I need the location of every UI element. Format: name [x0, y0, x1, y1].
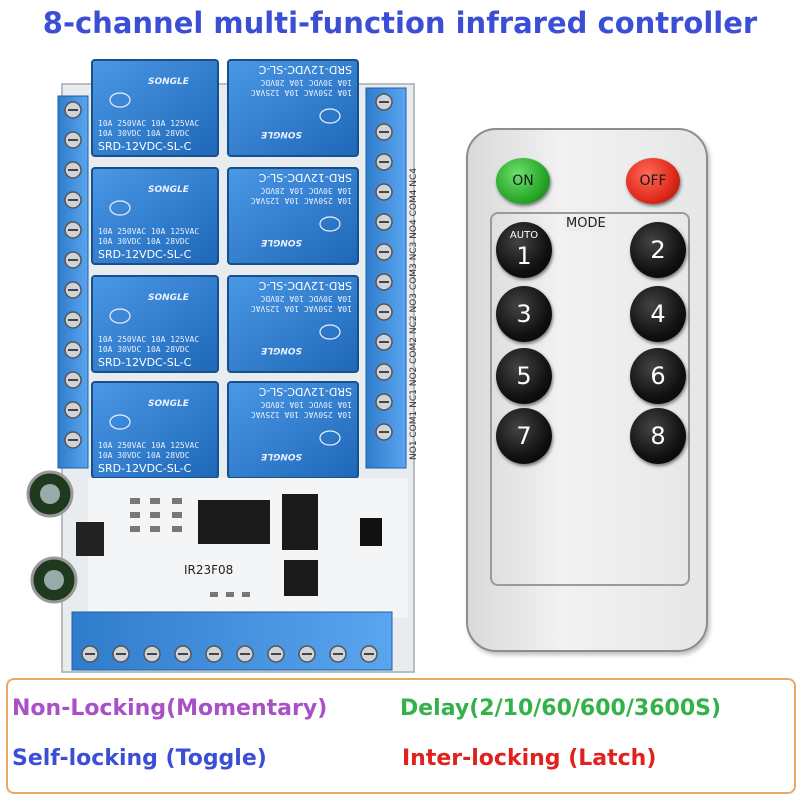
- svg-text:SONGLE: SONGLE: [260, 451, 302, 461]
- svg-text:10A 30VDC 10A 28VDC: 10A 30VDC 10A 28VDC: [260, 78, 352, 87]
- ir-remote: ON OFF MODE AUTO 1 2 3 4 5 6 7 8: [466, 128, 708, 652]
- on-button[interactable]: ON: [496, 158, 550, 204]
- chip-label: IR23F08: [184, 563, 233, 577]
- svg-text:10A 30VDC 10A 28VDC: 10A 30VDC 10A 28VDC: [260, 186, 352, 195]
- svg-text:SONGLE: SONGLE: [260, 129, 302, 139]
- key-2-button[interactable]: 2: [630, 222, 686, 278]
- svg-text:SONGLE: SONGLE: [260, 345, 302, 355]
- svg-text:SONGLE: SONGLE: [148, 293, 190, 303]
- svg-text:10A 250VAC 10A 125VAC: 10A 250VAC 10A 125VAC: [251, 304, 352, 313]
- key-4-button[interactable]: 4: [630, 286, 686, 342]
- svg-text:SRD-12VDC-SL-C: SRD-12VDC-SL-C: [98, 140, 192, 153]
- svg-text:10A 250VAC 10A 125VAC: 10A 250VAC 10A 125VAC: [251, 410, 352, 419]
- key-5-button[interactable]: 5: [496, 348, 552, 404]
- key-1-button[interactable]: AUTO 1: [496, 222, 552, 278]
- svg-text:SRD-12VDC-SL-C: SRD-12VDC-SL-C: [98, 248, 192, 261]
- legend-delay: Delay(2/10/60/600/3600S): [400, 696, 722, 721]
- svg-text:10A 250VAC 10A 125VAC: 10A 250VAC 10A 125VAC: [251, 88, 352, 97]
- legend-non-locking: Non-Locking(Momentary): [12, 696, 328, 721]
- ic-chip: [198, 500, 270, 544]
- svg-text:10A 250VAC 10A 125VAC: 10A 250VAC 10A 125VAC: [98, 335, 199, 344]
- mode-panel: [490, 212, 690, 586]
- ir-receiver: [360, 518, 382, 546]
- svg-text:SONGLE: SONGLE: [148, 185, 190, 195]
- svg-text:SRD-12VDC-SL-C: SRD-12VDC-SL-C: [258, 279, 352, 292]
- svg-text:SRD-12VDC-SL-C: SRD-12VDC-SL-C: [258, 385, 352, 398]
- svg-text:10A 250VAC 10A 125VAC: 10A 250VAC 10A 125VAC: [98, 441, 199, 450]
- svg-text:10A 30VDC 10A 28VDC: 10A 30VDC 10A 28VDC: [98, 451, 190, 460]
- svg-text:SRD-12VDC-SL-C: SRD-12VDC-SL-C: [258, 63, 352, 76]
- svg-text:10A 30VDC 10A 28VDC: 10A 30VDC 10A 28VDC: [98, 237, 190, 246]
- svg-text:10A 30VDC 10A 28VDC: 10A 30VDC 10A 28VDC: [260, 400, 352, 409]
- right-terminal-screws: [375, 93, 393, 441]
- svg-text:SONGLE: SONGLE: [148, 399, 190, 409]
- regulator: [76, 522, 104, 556]
- svg-text:SONGLE: SONGLE: [260, 237, 302, 247]
- key-6-button[interactable]: 6: [630, 348, 686, 404]
- mode-label: MODE: [564, 216, 608, 231]
- svg-text:10A 30VDC 10A 28VDC: 10A 30VDC 10A 28VDC: [98, 129, 190, 138]
- terminal-label-text: NO1 COM1 NC1 NO2 COM2 NC2 NO3 COM3 NC3 N…: [409, 168, 419, 460]
- svg-text:SRD-12VDC-SL-C: SRD-12VDC-SL-C: [98, 356, 192, 369]
- bottom-terminal-screws: [81, 645, 378, 663]
- svg-text:10A 30VDC 10A 28VDC: 10A 30VDC 10A 28VDC: [260, 294, 352, 303]
- svg-text:10A 30VDC 10A 28VDC: 10A 30VDC 10A 28VDC: [98, 345, 190, 354]
- left-terminal-screws: [64, 101, 82, 449]
- key-3-button[interactable]: 3: [496, 286, 552, 342]
- ic-chip: [282, 494, 318, 550]
- svg-text:SRD-12VDC-SL-C: SRD-12VDC-SL-C: [258, 171, 352, 184]
- svg-text:SONGLE: SONGLE: [148, 77, 190, 87]
- key-7-button[interactable]: 7: [496, 408, 552, 464]
- legend-self-locking: Self-locking (Toggle): [12, 746, 267, 771]
- svg-text:10A 250VAC 10A 125VAC: 10A 250VAC 10A 125VAC: [98, 227, 199, 236]
- svg-text:SRD-12VDC-SL-C: SRD-12VDC-SL-C: [98, 462, 192, 475]
- svg-text:10A 250VAC 10A 125VAC: 10A 250VAC 10A 125VAC: [251, 196, 352, 205]
- key-8-button[interactable]: 8: [630, 408, 686, 464]
- off-button[interactable]: OFF: [626, 158, 680, 204]
- ic-chip: [284, 560, 318, 596]
- auto-label: AUTO: [509, 230, 539, 241]
- mode-legend: Non-Locking(Momentary) Delay(2/10/60/600…: [6, 678, 796, 794]
- svg-text:10A 250VAC 10A 125VAC: 10A 250VAC 10A 125VAC: [98, 119, 199, 128]
- legend-inter-locking: Inter-locking (Latch): [402, 746, 657, 771]
- page-title: 8-channel multi-function infrared contro…: [42, 6, 758, 40]
